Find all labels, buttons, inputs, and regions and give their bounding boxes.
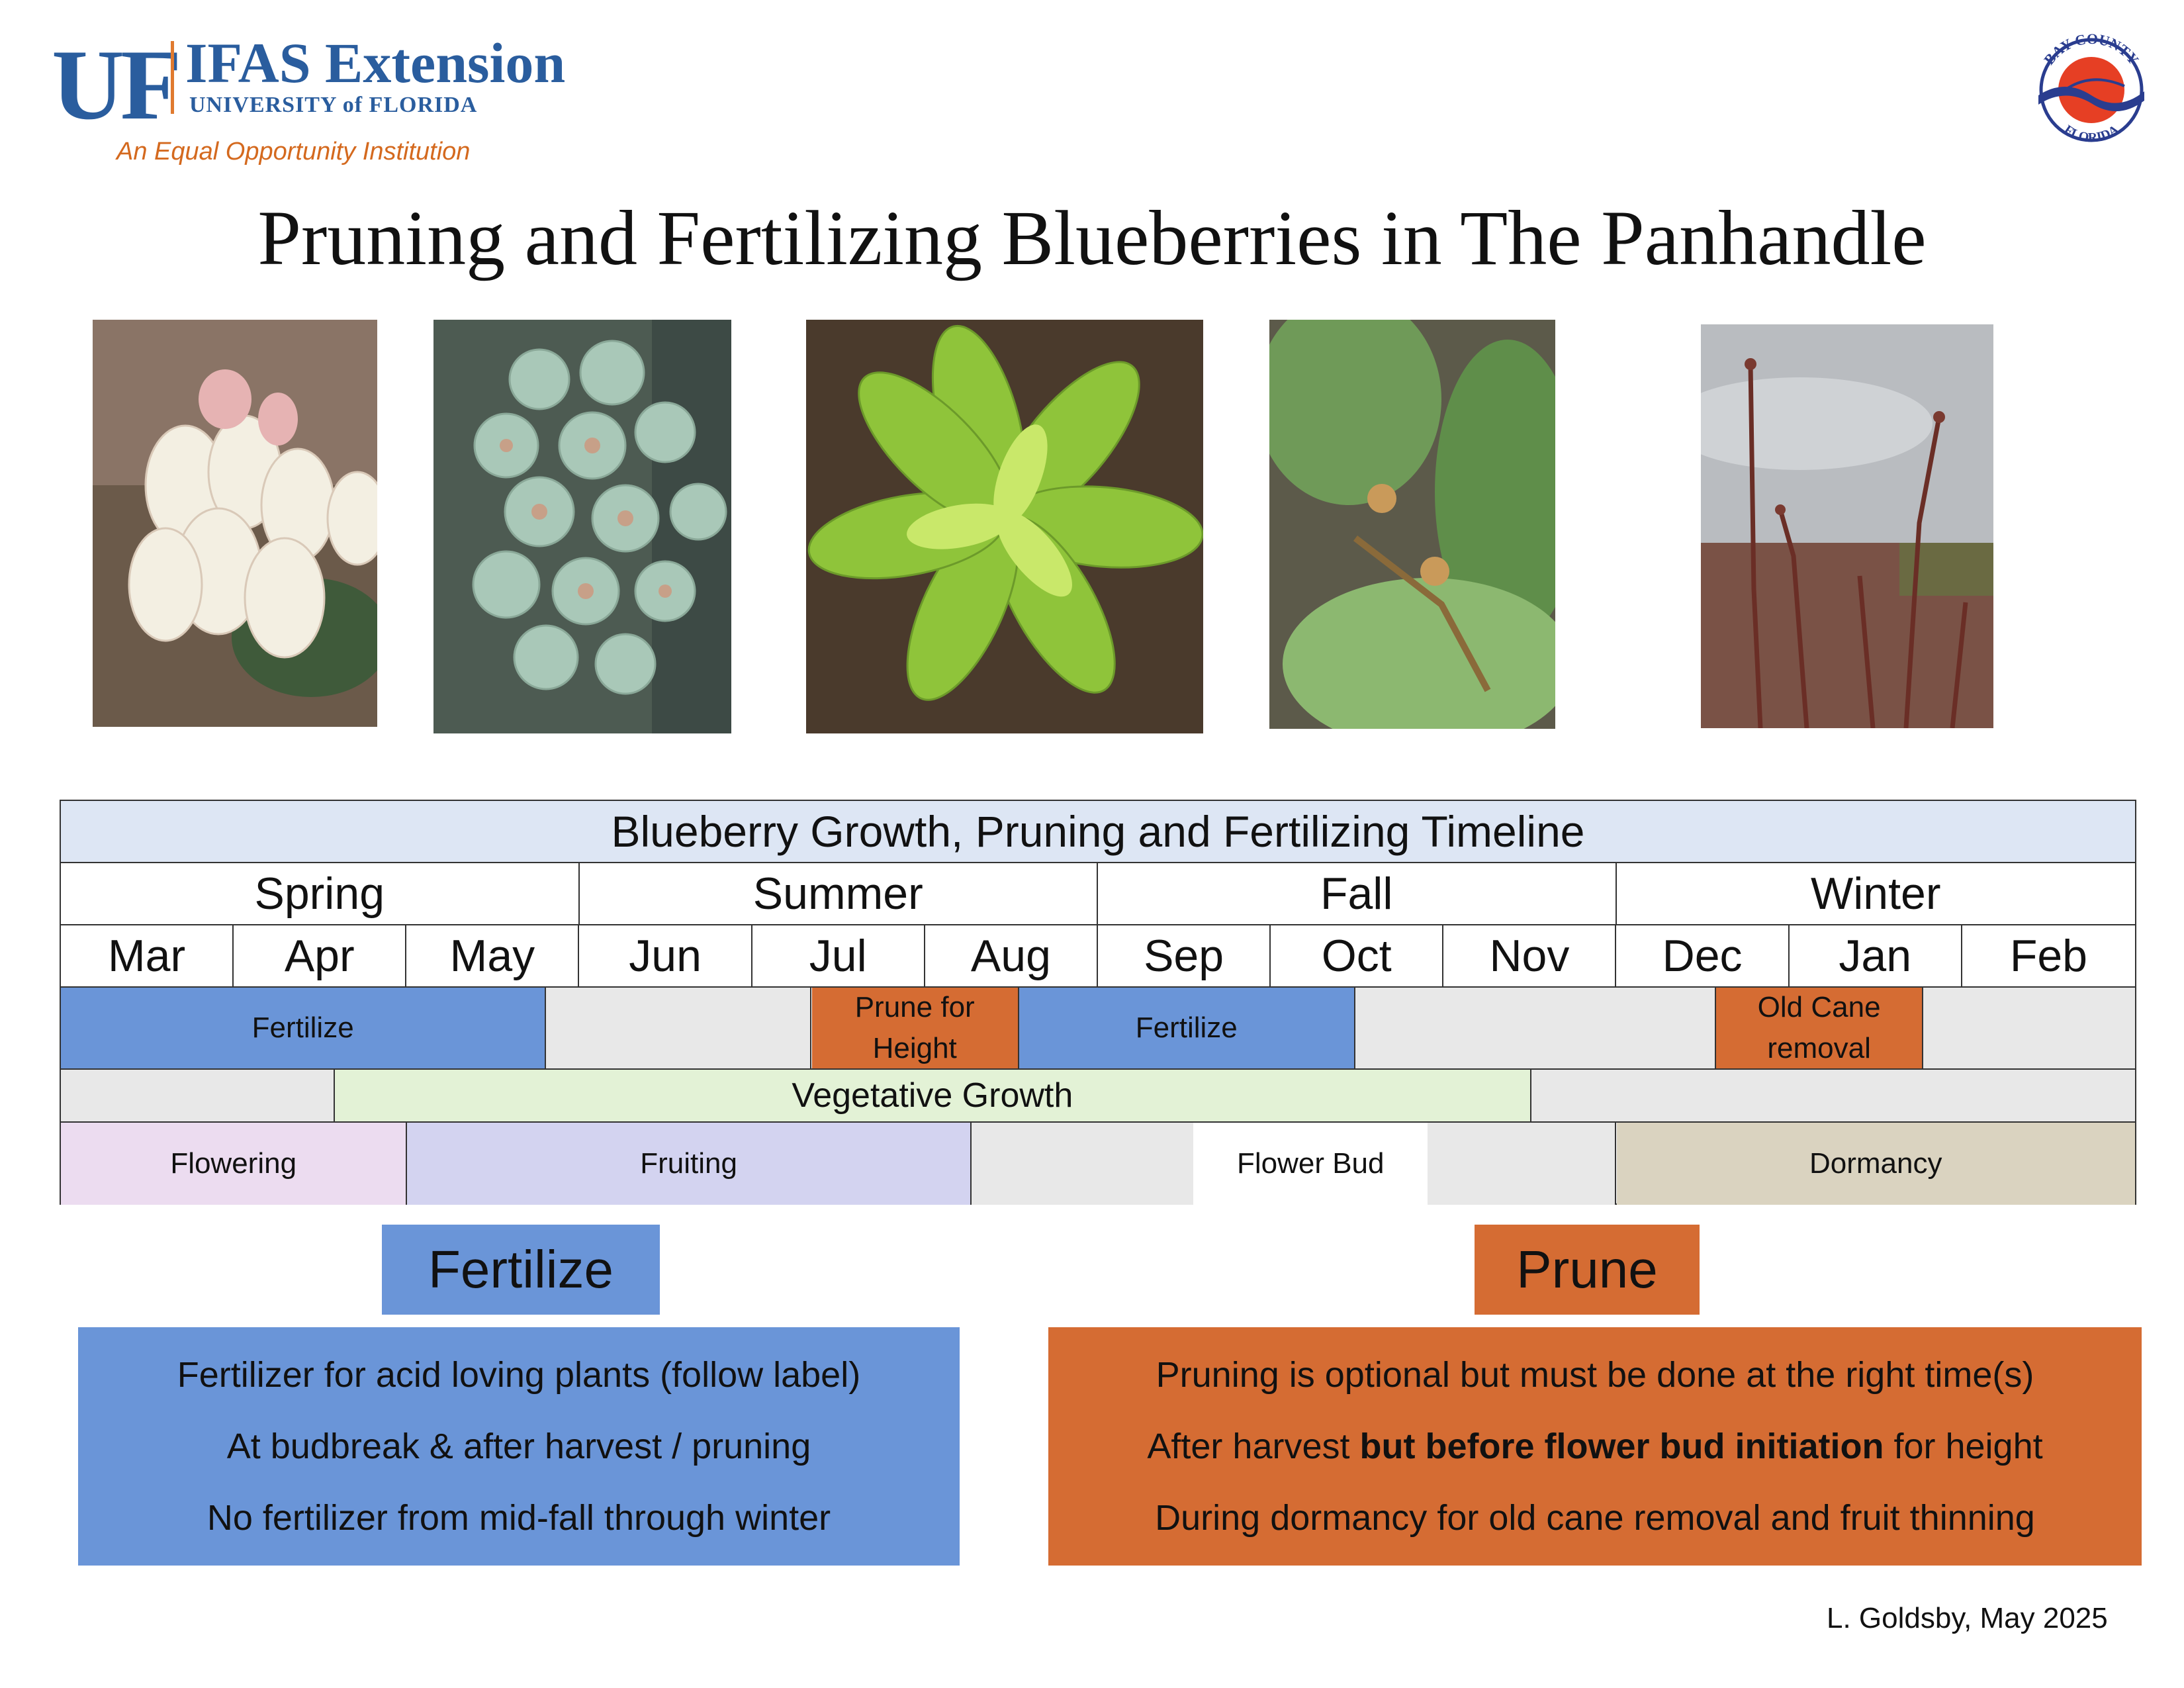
activity-row: Fertilize Prune for Height Fertilize Old…: [61, 988, 2135, 1070]
activity-gap: [1923, 988, 2135, 1068]
page-title: Pruning and Fertilizing Blueberries in T…: [257, 195, 1927, 281]
photo-green-berries: [433, 320, 731, 733]
month-oct: Oct: [1271, 925, 1444, 986]
bay-county-seal: BAY COUNTY FLORIDA: [2025, 30, 2158, 145]
prune-line-2-start: After harvest: [1147, 1427, 1360, 1466]
activity-old-cane-removal: Old Cane removal: [1715, 988, 1924, 1068]
activity-gap: [1355, 988, 1716, 1068]
month-jan: Jan: [1790, 925, 1962, 986]
month-mar: Mar: [61, 925, 234, 986]
author-credit: L. Goldsby, May 2025: [1827, 1602, 2108, 1634]
stage-dormancy: Dormancy: [1616, 1123, 2135, 1205]
month-jun: Jun: [580, 925, 752, 986]
equal-opportunity-tagline: An Equal Opportunity Institution: [116, 138, 471, 165]
vegetative-row: Vegetative Growth: [61, 1070, 2135, 1123]
prune-info-box: Pruning is optional but must be done at …: [1048, 1327, 2142, 1566]
stage-fruiting: Fruiting: [407, 1123, 972, 1205]
ifas-extension-logotype: IFAS Extension: [185, 31, 566, 95]
fertilize-label: Fertilize: [382, 1225, 660, 1315]
month-sep: Sep: [1098, 925, 1271, 986]
month-aug: Aug: [925, 925, 1098, 986]
month-may: May: [406, 925, 580, 986]
month-jul: Jul: [752, 925, 925, 986]
month-nov: Nov: [1443, 925, 1617, 986]
prune-line-2-end: for height: [1884, 1427, 2043, 1466]
photo-dormant-canes: [1701, 324, 1993, 728]
month-row: Mar Apr May Jun Jul Aug Sep Oct Nov Dec …: [61, 925, 2135, 988]
season-summer: Summer: [580, 863, 1098, 924]
seal-icon: BAY COUNTY FLORIDA: [2038, 30, 2144, 145]
prune-line-3: During dormancy for old cane removal and…: [1155, 1498, 2035, 1538]
vegetative-growth: Vegetative Growth: [334, 1070, 1531, 1121]
fertilize-line-2: At budbreak & after harvest / pruning: [226, 1427, 811, 1466]
uf-logo-mark: UF: [52, 29, 182, 140]
prune-line-1: Pruning is optional but must be done at …: [1156, 1355, 2034, 1395]
season-spring: Spring: [61, 863, 580, 924]
stage-gap: [1428, 1123, 1617, 1205]
month-apr: Apr: [234, 925, 407, 986]
fertilize-line-1: Fertilizer for acid loving plants (follo…: [177, 1355, 861, 1395]
stage-gap: [971, 1123, 1194, 1205]
prune-label: Prune: [1475, 1225, 1700, 1315]
vegetative-gap: [61, 1070, 335, 1121]
stage-flower-bud: Flower Bud: [1193, 1123, 1428, 1205]
photo-flower-buds: [1269, 320, 1555, 729]
activity-gap: [546, 988, 812, 1068]
season-fall: Fall: [1098, 863, 1617, 924]
university-logotype: UNIVERSITY of FLORIDA: [189, 93, 478, 117]
month-dec: Dec: [1617, 925, 1790, 986]
fertilize-info-box: Fertilizer for acid loving plants (follo…: [78, 1327, 960, 1566]
fertilize-line-3: No fertilizer from mid-fall through wint…: [206, 1498, 831, 1538]
month-feb: Feb: [2009, 931, 2087, 981]
stage-flowering: Flowering: [61, 1123, 408, 1205]
activity-prune-height: Prune for Height: [811, 988, 1019, 1068]
photo-new-leaf-growth: [806, 320, 1203, 733]
prune-line-2-emphasis: but before flower bud initiation: [1359, 1427, 1884, 1466]
prune-line-2: After harvest but before flower bud init…: [1147, 1426, 2042, 1467]
season-winter: Winter: [1811, 868, 1941, 919]
vegetative-gap: [1531, 1070, 2135, 1121]
stage-row: Flowering Fruiting Flower Bud Dormancy: [61, 1123, 2135, 1205]
season-row: Spring Summer Fall Winter: [61, 863, 2135, 925]
photo-blueberry-flowers: [93, 320, 377, 727]
timeline-title: Blueberry Growth, Pruning and Fertilizin…: [61, 801, 2135, 863]
activity-fertilize-fall: Fertilize: [1019, 988, 1355, 1068]
timeline-table: Blueberry Growth, Pruning and Fertilizin…: [60, 800, 2136, 1205]
activity-fertilize-spring: Fertilize: [61, 988, 547, 1068]
logo-divider: [171, 41, 174, 114]
